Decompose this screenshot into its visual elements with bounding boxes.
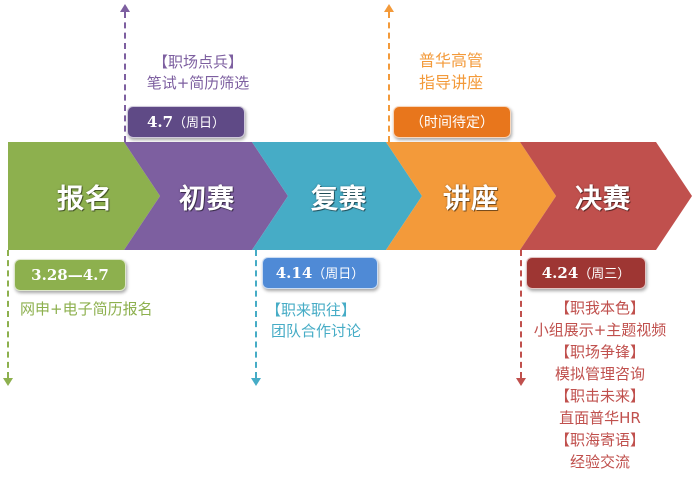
prelim-date: 4.7 <box>146 113 174 131</box>
arrow-up-icon <box>384 4 394 12</box>
chevron-lecture <box>386 142 556 250</box>
final-item: 模拟管理咨询 <box>554 365 645 383</box>
arrow-down-icon <box>516 378 526 386</box>
prelim-weekday: （周日） <box>173 116 226 131</box>
lecture-line1: 普华高管 <box>418 51 483 70</box>
semifinal-date: 4.14 <box>275 264 313 282</box>
stage-label-signup: 报名 <box>57 184 113 215</box>
arrow-down-icon <box>251 378 261 386</box>
final-date: 4.24 <box>541 264 579 282</box>
chevron-semifinal <box>252 142 422 250</box>
connector-signup <box>7 250 9 378</box>
prelim-title: 【职场点兵】 <box>152 53 243 71</box>
semifinal-title: 【职来职往】 <box>266 301 357 319</box>
prelim-date-box: 4.7（周日） <box>127 106 245 138</box>
semifinal-desc: 团队合作讨论 <box>271 322 362 340</box>
connector-prelim <box>124 12 126 142</box>
final-item: 【职击未来】 <box>554 387 645 405</box>
lecture-date: （时间待定） <box>410 115 494 131</box>
final-item: 【职海寄语】 <box>554 431 645 449</box>
stage-label-final: 决赛 <box>575 184 631 215</box>
arrow-up-icon <box>120 4 130 12</box>
connector-semifinal <box>255 250 257 378</box>
lecture-date-box: （时间待定） <box>393 106 511 138</box>
lecture-line2: 指导讲座 <box>418 73 483 92</box>
connector-lecture <box>388 12 390 142</box>
final-item: 【职我本色】 <box>554 299 645 317</box>
stage-label-semifinal: 复赛 <box>311 184 367 215</box>
signup-date: 3.28—4.7 <box>31 266 109 284</box>
semifinal-date-box: 4.14（周日） <box>262 257 378 289</box>
connector-final <box>520 250 522 378</box>
chevron-final <box>520 142 692 250</box>
arrow-down-icon <box>3 378 13 386</box>
signup-date-box: 3.28—4.7 <box>14 259 126 291</box>
stage-label-lecture: 讲座 <box>443 184 499 215</box>
stage-label-prelim: 初赛 <box>179 184 235 215</box>
final-item: 小组展示+主题视频 <box>533 321 667 339</box>
chevron-signup <box>8 142 160 250</box>
final-date-box: 4.24（周三） <box>526 257 646 289</box>
final-item: 经验交流 <box>569 453 630 471</box>
prelim-desc: 笔试+简历筛选 <box>146 74 250 92</box>
final-item: 【职场争锋】 <box>554 343 645 361</box>
semifinal-weekday: （周日） <box>312 267 365 282</box>
final-item: 直面普华HR <box>559 409 641 427</box>
signup-desc: 网申+电子简历报名 <box>20 300 153 318</box>
chevron-prelim <box>124 142 288 250</box>
final-weekday: （周三） <box>578 267 631 282</box>
